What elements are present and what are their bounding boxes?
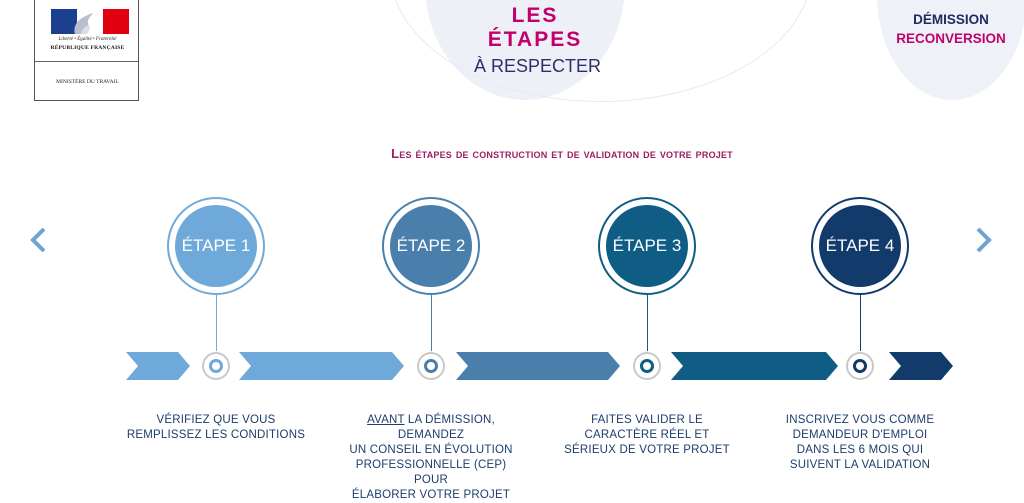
- step-2-circle: ÉTAPE 2: [382, 197, 480, 295]
- page-title-line-3: À RESPECTER: [473, 56, 602, 76]
- step-2-description: AVANT LA DÉMISSION, DEMANDEZ UN CONSEIL …: [349, 414, 513, 501]
- ribbon-segment-1a: [126, 352, 190, 380]
- chevron-right-icon: [976, 227, 992, 253]
- logo-divider: [35, 61, 138, 62]
- step-2-connector: [431, 295, 432, 351]
- step-1-description: VÉRIFIEZ QUE VOUS REMPLISSEZ LES CONDITI…: [126, 414, 306, 441]
- step-3-node: [633, 352, 661, 380]
- republique-francaise-logo: Liberté • Égalité • Fraternité RÉPUBLIQU…: [34, 0, 139, 101]
- step-3-connector: [647, 295, 648, 351]
- chevron-left-icon: [30, 227, 46, 253]
- ribbon-segment-3: [671, 352, 838, 380]
- ribbon-segment-2: [456, 352, 620, 380]
- step-1-circle: ÉTAPE 1: [167, 197, 265, 295]
- step-1-node: [202, 352, 230, 380]
- step-1-connector: [216, 295, 217, 351]
- section-title: Les étapes de construction et de validat…: [391, 146, 733, 161]
- topic-badge-line-1: DÉMISSION: [913, 12, 989, 27]
- step-4-circle: ÉTAPE 4: [811, 197, 909, 295]
- step-3-description: FAITES VALIDER LE CARACTÈRE RÉEL ET SÉRI…: [564, 414, 730, 456]
- previous-slide-button[interactable]: [27, 225, 49, 255]
- republic-name: RÉPUBLIQUE FRANÇAISE: [50, 45, 125, 51]
- page-title-line-2: ÉTAPES: [487, 28, 583, 51]
- step-1-label: ÉTAPE 1: [175, 205, 257, 287]
- step-4-description: INSCRIVEZ VOUS COMME DEMANDEUR D'EMPLOI …: [785, 414, 935, 471]
- step-3-label: ÉTAPE 3: [606, 205, 688, 287]
- topic-badge-line-2: RECONVERSION: [896, 31, 1006, 46]
- marianne-flag-icon: [51, 9, 129, 34]
- step-4-node: [846, 352, 874, 380]
- ministry-name: MINISTÈRE DU TRAVAIL: [56, 79, 119, 85]
- step-4-label: ÉTAPE 4: [819, 205, 901, 287]
- next-slide-button[interactable]: [973, 225, 995, 255]
- step-4-connector: [860, 295, 861, 351]
- republic-motto: Liberté • Égalité • Fraternité: [58, 37, 117, 42]
- page-title-line-1: LES: [511, 4, 559, 27]
- ribbon-segment-1b: [239, 352, 404, 380]
- step-3-circle: ÉTAPE 3: [598, 197, 696, 295]
- step-2-node: [417, 352, 445, 380]
- ribbon-segment-4: [889, 352, 953, 380]
- step-2-label: ÉTAPE 2: [390, 205, 472, 287]
